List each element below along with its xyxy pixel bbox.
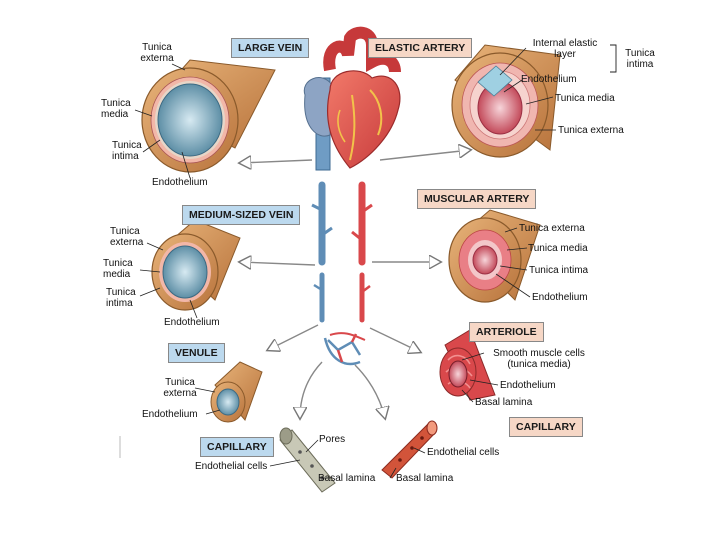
capillary-right-box: CAPILLARY	[509, 417, 583, 437]
venule-box: VENULE	[168, 343, 225, 363]
elastic-artery-tunica-externa-label: Tunica externa	[558, 125, 624, 136]
elastic-artery-tunica-media-label: Tunica media	[555, 93, 615, 104]
capillary-right-illustration	[381, 420, 438, 479]
medium-vein-endothelium-label: Endothelium	[164, 317, 220, 328]
capillary-left-pores-label: Pores	[319, 434, 346, 445]
leader-lines	[134, 47, 556, 479]
elastic-artery-endothelium-label: Endothelium	[521, 74, 577, 85]
arteriole-basal-lamina-label: Basal lamina	[475, 397, 533, 408]
medium-vein-tunica-media-label: Tunica media	[103, 258, 133, 280]
medium-vein-tunica-intima-label: Tunica intima	[106, 287, 136, 309]
large-vein-tunica-intima-label: Tunica intima	[112, 140, 142, 162]
muscular-artery-tunica-intima-label: Tunica intima	[529, 265, 589, 276]
large-vein-tunica-externa-label: Tunica externa	[140, 42, 174, 64]
arteriole-smooth-muscle-label: Smooth muscle cells (tunica media)	[493, 348, 585, 370]
medium-vein-tunica-externa-label: Tunica externa	[110, 226, 144, 248]
elastic-artery-box: ELASTIC ARTERY	[368, 38, 473, 58]
large-vein-cross-section	[141, 59, 276, 173]
venule-cross-section	[210, 361, 263, 423]
medium-vein-cross-section	[151, 219, 241, 311]
venule-endothelium-label: Endothelium	[142, 409, 198, 420]
elastic-artery-internal-elastic-layer-label: Internal elastic layer	[532, 38, 598, 60]
capillary-right-endothelial-cells-label: Endothelial cells	[427, 447, 500, 458]
large-vein-tunica-media-label: Tunica media	[101, 98, 131, 120]
heart-illustration	[303, 26, 401, 171]
flow-arrows	[240, 150, 470, 418]
arteriole-endothelium-label: Endothelium	[500, 380, 556, 391]
muscular-artery-tunica-externa-label: Tunica externa	[519, 223, 585, 234]
medium-vein-box: MEDIUM-SIZED VEIN	[182, 205, 301, 225]
elastic-artery-cross-section	[451, 44, 561, 158]
elastic-artery-tunica-intima-label: Tunica intima	[625, 48, 655, 70]
capillary-left-illustration	[279, 427, 336, 493]
capillary-right-basal-lamina-label: Basal lamina	[396, 473, 454, 484]
arteriole-box: ARTERIOLE	[469, 322, 544, 342]
venule-tunica-externa-label: Tunica externa	[163, 377, 197, 399]
capillary-left-box: CAPILLARY	[200, 437, 274, 457]
vessel-tree	[311, 181, 373, 366]
muscular-artery-box: MUSCULAR ARTERY	[417, 189, 537, 209]
large-vein-box: LARGE VEIN	[231, 38, 310, 58]
large-vein-endothelium-label: Endothelium	[152, 177, 208, 188]
muscular-artery-tunica-media-label: Tunica media	[528, 243, 588, 254]
muscular-artery-endothelium-label: Endothelium	[532, 292, 588, 303]
capillary-left-basal-lamina-label: Basal lamina	[318, 473, 376, 484]
tunica-intima-bracket	[610, 44, 617, 73]
capillary-left-endothelial-cells-label: Endothelial cells	[195, 461, 268, 472]
